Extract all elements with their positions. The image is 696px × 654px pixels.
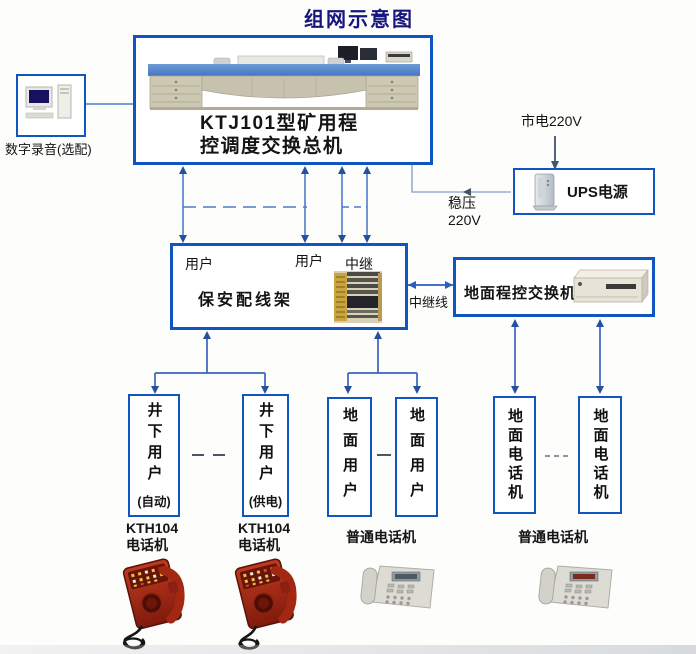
mine-phone-image-1	[122, 558, 185, 650]
node-ground-phone-2: 地面电话机	[578, 396, 622, 514]
page-title: 组网示意图	[304, 9, 414, 31]
desk-phone-image-2	[538, 565, 613, 609]
node-ground-exchange: 地面程控交换机	[453, 257, 655, 317]
ups-label: UPS电源	[567, 184, 628, 201]
dispatch-console-image	[148, 46, 420, 110]
node-sublabel: (供电)	[248, 494, 283, 509]
ups-tower-image	[532, 173, 558, 210]
node-ground-user-1: 地面用户	[327, 397, 372, 517]
node-label: 地面用户	[341, 407, 358, 507]
node-main-dispatch-switch: KTJ101型矿用程 控调度交换总机	[133, 35, 433, 165]
node-digital-recording	[16, 74, 86, 137]
kth104-caption-2: KTH104 电话机	[238, 520, 290, 554]
node-underground-user-powered: 井下用户 (供电)	[242, 394, 289, 517]
ordinary-phone-caption-1: 普通电话机	[346, 529, 416, 545]
node-ground-phone-1: 地面电话机	[493, 396, 536, 514]
node-label: 地面用户	[408, 407, 425, 507]
mine-phone-image-2	[234, 558, 297, 650]
ground-exchange-label: 地面程控交换机	[464, 285, 577, 302]
wiring-frame-image	[334, 271, 382, 323]
mdf-label: 保安配线架	[198, 292, 294, 309]
mdf-port-user1: 用户	[185, 256, 213, 272]
scan-edge-shadow	[0, 645, 696, 654]
regulated-power-line2: 220V	[448, 212, 481, 228]
caption-line1: KTH104	[238, 520, 291, 536]
desk-phone-image-1	[360, 565, 435, 609]
recorder-pc-image	[25, 84, 72, 119]
trunk-line-label: 中继线	[409, 295, 449, 310]
caption-line2: 电话机	[126, 537, 168, 553]
node-underground-user-auto: 井下用户 (自动)	[128, 394, 180, 517]
mdf-port-trunk: 中继	[345, 256, 373, 272]
kth104-caption-1: KTH104 电话机	[126, 520, 178, 554]
node-ups: UPS电源	[513, 168, 655, 215]
digital-recording-label: 数字录音(选配)	[5, 142, 92, 157]
regulated-power-line1: 稳压	[448, 195, 476, 211]
mdf-port-user2: 用户	[295, 253, 323, 269]
node-security-mdf: 用户 用户 中继 保安配线架	[170, 243, 408, 330]
main-switch-title-line2: 控调度交换总机	[200, 136, 344, 157]
node-label: 井下用户	[257, 401, 274, 486]
mains-power-label: 市电220V	[521, 113, 582, 129]
node-sublabel: (自动)	[137, 494, 171, 509]
main-switch-title: KTJ101型矿用程 控调度交换总机	[200, 112, 359, 158]
node-ground-user-2: 地面用户	[395, 397, 438, 517]
main-switch-title-line1: KTJ101型矿用程	[200, 113, 359, 134]
ordinary-phone-caption-2: 普通电话机	[518, 529, 588, 545]
caption-line2: 电话机	[238, 537, 280, 553]
pbx-device-image	[573, 268, 649, 304]
node-label: 地面电话机	[591, 407, 609, 503]
node-label: 地面电话机	[506, 407, 523, 503]
node-label: 井下用户	[145, 401, 163, 486]
caption-line1: KTH104	[126, 520, 179, 536]
regulated-power-label: 稳压 220V	[448, 195, 481, 229]
